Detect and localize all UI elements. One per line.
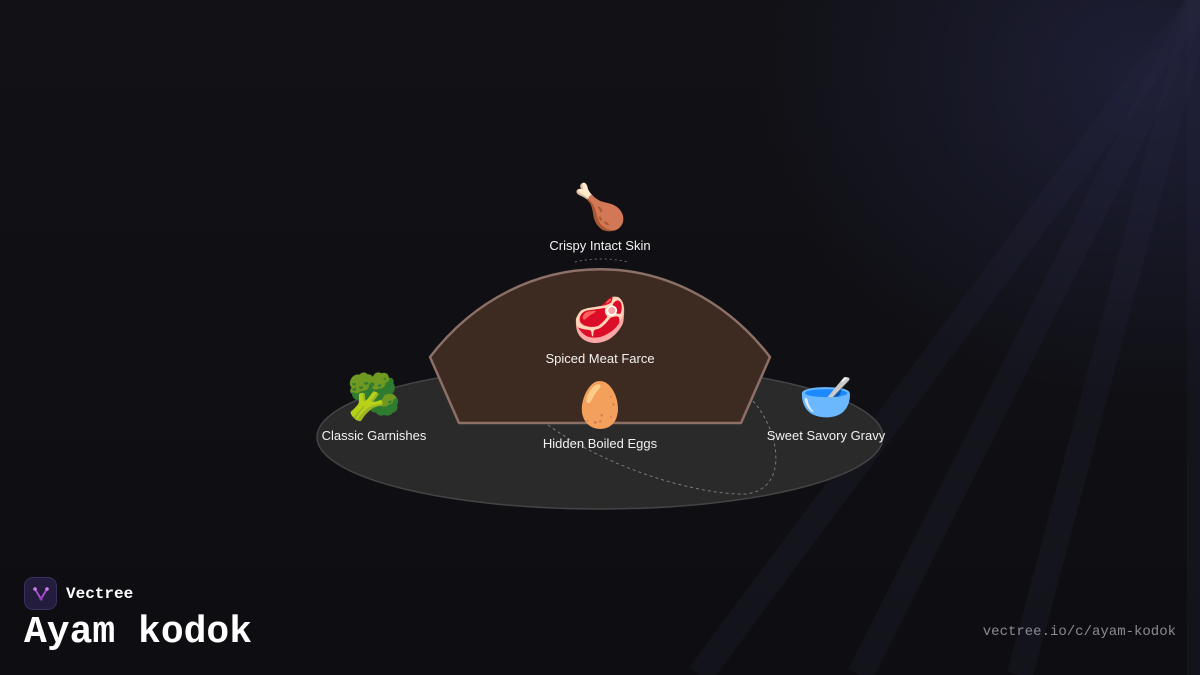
page-title: Ayam kodok bbox=[24, 611, 253, 654]
egg-icon: 🥚 bbox=[572, 380, 628, 431]
component-crispy-intact-skin: 🍗 Crispy Intact Skin bbox=[549, 182, 650, 254]
component-spiced-meat-farce: 🥩 Spiced Meat Farce bbox=[545, 295, 654, 367]
broccoli-icon: 🥦 bbox=[346, 372, 402, 423]
component-label: Classic Garnishes bbox=[321, 428, 427, 443]
hidden-egg-outline bbox=[547, 399, 777, 495]
component-label: Sweet Savory Gravy bbox=[766, 428, 886, 443]
component-label: Crispy Intact Skin bbox=[549, 238, 651, 253]
brand: Vectree bbox=[24, 577, 133, 610]
vectree-logo-glyph bbox=[32, 586, 49, 601]
component-label: Spiced Meat Farce bbox=[545, 351, 655, 366]
meat-icon: 🥩 bbox=[572, 295, 628, 346]
chicken-dome bbox=[428, 268, 772, 425]
dome-top-guide bbox=[574, 258, 629, 263]
component-label: Hidden Boiled Eggs bbox=[542, 436, 658, 451]
page-url[interactable]: vectree.io/c/ayam-kodok bbox=[982, 624, 1176, 640]
component-hidden-boiled-eggs: 🥚 Hidden Boiled Eggs bbox=[543, 380, 657, 452]
vectree-logo-icon bbox=[24, 577, 57, 610]
component-classic-garnishes: 🥦 Classic Garnishes bbox=[322, 372, 427, 444]
bowl-with-spoon-icon: 🥣 bbox=[798, 372, 854, 423]
brand-name: Vectree bbox=[66, 584, 134, 603]
chicken-leg-icon: 🍗 bbox=[572, 182, 628, 233]
component-sweet-savory-gravy: 🥣 Sweet Savory Gravy bbox=[767, 372, 886, 444]
